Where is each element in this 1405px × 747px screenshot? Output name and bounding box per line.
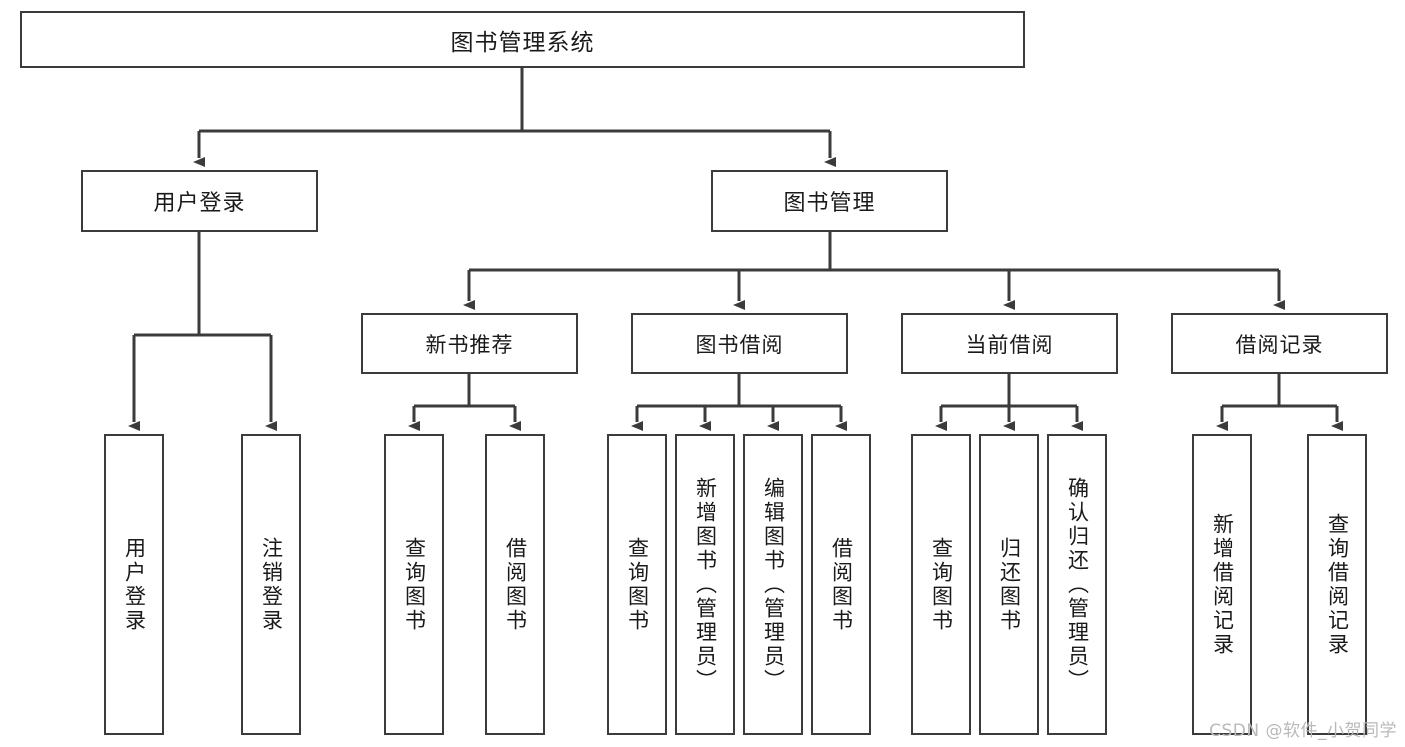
node-label: 编辑图书（管理员）	[761, 476, 786, 693]
leaf-return-book[interactable]: 归还图书	[979, 434, 1039, 735]
node-label: 新增借阅记录	[1210, 512, 1235, 657]
node-label: 图书管理	[783, 191, 876, 216]
leaf-add-book-admin[interactable]: 新增图书（管理员）	[675, 434, 735, 735]
node-label: 借阅图书	[829, 536, 854, 633]
leaf-confirm-return-admin[interactable]: 确认归还（管理员）	[1047, 434, 1107, 735]
node-label: 查询借阅记录	[1325, 512, 1350, 657]
node-current-borrow[interactable]: 当前借阅	[901, 313, 1118, 374]
node-label: 查询图书	[625, 536, 650, 633]
node-label: 新书推荐	[425, 332, 514, 357]
node-label: 图书管理系统	[450, 29, 595, 56]
leaf-add-borrow-record[interactable]: 新增借阅记录	[1192, 434, 1252, 735]
node-root-book-management-system[interactable]: 图书管理系统	[20, 11, 1025, 68]
node-label: 当前借阅	[965, 332, 1054, 357]
node-label: 新增图书（管理员）	[693, 476, 718, 693]
node-label: 用户登录	[122, 536, 147, 633]
leaf-borrow-book[interactable]: 借阅图书	[811, 434, 871, 735]
leaf-query-borrow-record[interactable]: 查询借阅记录	[1307, 434, 1367, 735]
node-label: 借阅图书	[503, 536, 528, 633]
leaf-user-login[interactable]: 用户登录	[104, 434, 164, 735]
node-label: 图书借阅	[695, 332, 784, 357]
node-book-borrow[interactable]: 图书借阅	[631, 313, 848, 374]
node-label: 借阅记录	[1235, 332, 1324, 357]
node-label: 查询图书	[402, 536, 427, 633]
node-user-login[interactable]: 用户登录	[81, 170, 318, 232]
leaf-query-book-current[interactable]: 查询图书	[911, 434, 971, 735]
node-label: 查询图书	[929, 536, 954, 633]
node-label: 确认归还（管理员）	[1065, 476, 1090, 693]
leaf-edit-book-admin[interactable]: 编辑图书（管理员）	[743, 434, 803, 735]
leaf-borrow-book-recommend[interactable]: 借阅图书	[485, 434, 545, 735]
leaf-query-book-recommend[interactable]: 查询图书	[384, 434, 444, 735]
watermark-text: CSDN @软件_小贺同学	[1209, 721, 1397, 741]
node-book-management[interactable]: 图书管理	[711, 170, 948, 232]
node-borrow-record[interactable]: 借阅记录	[1171, 313, 1388, 374]
node-new-book-recommend[interactable]: 新书推荐	[361, 313, 578, 374]
node-label: 归还图书	[997, 536, 1022, 633]
leaf-logout[interactable]: 注销登录	[241, 434, 301, 735]
node-label: 注销登录	[259, 536, 284, 633]
node-label: 用户登录	[153, 191, 246, 216]
leaf-query-book-borrow[interactable]: 查询图书	[607, 434, 667, 735]
